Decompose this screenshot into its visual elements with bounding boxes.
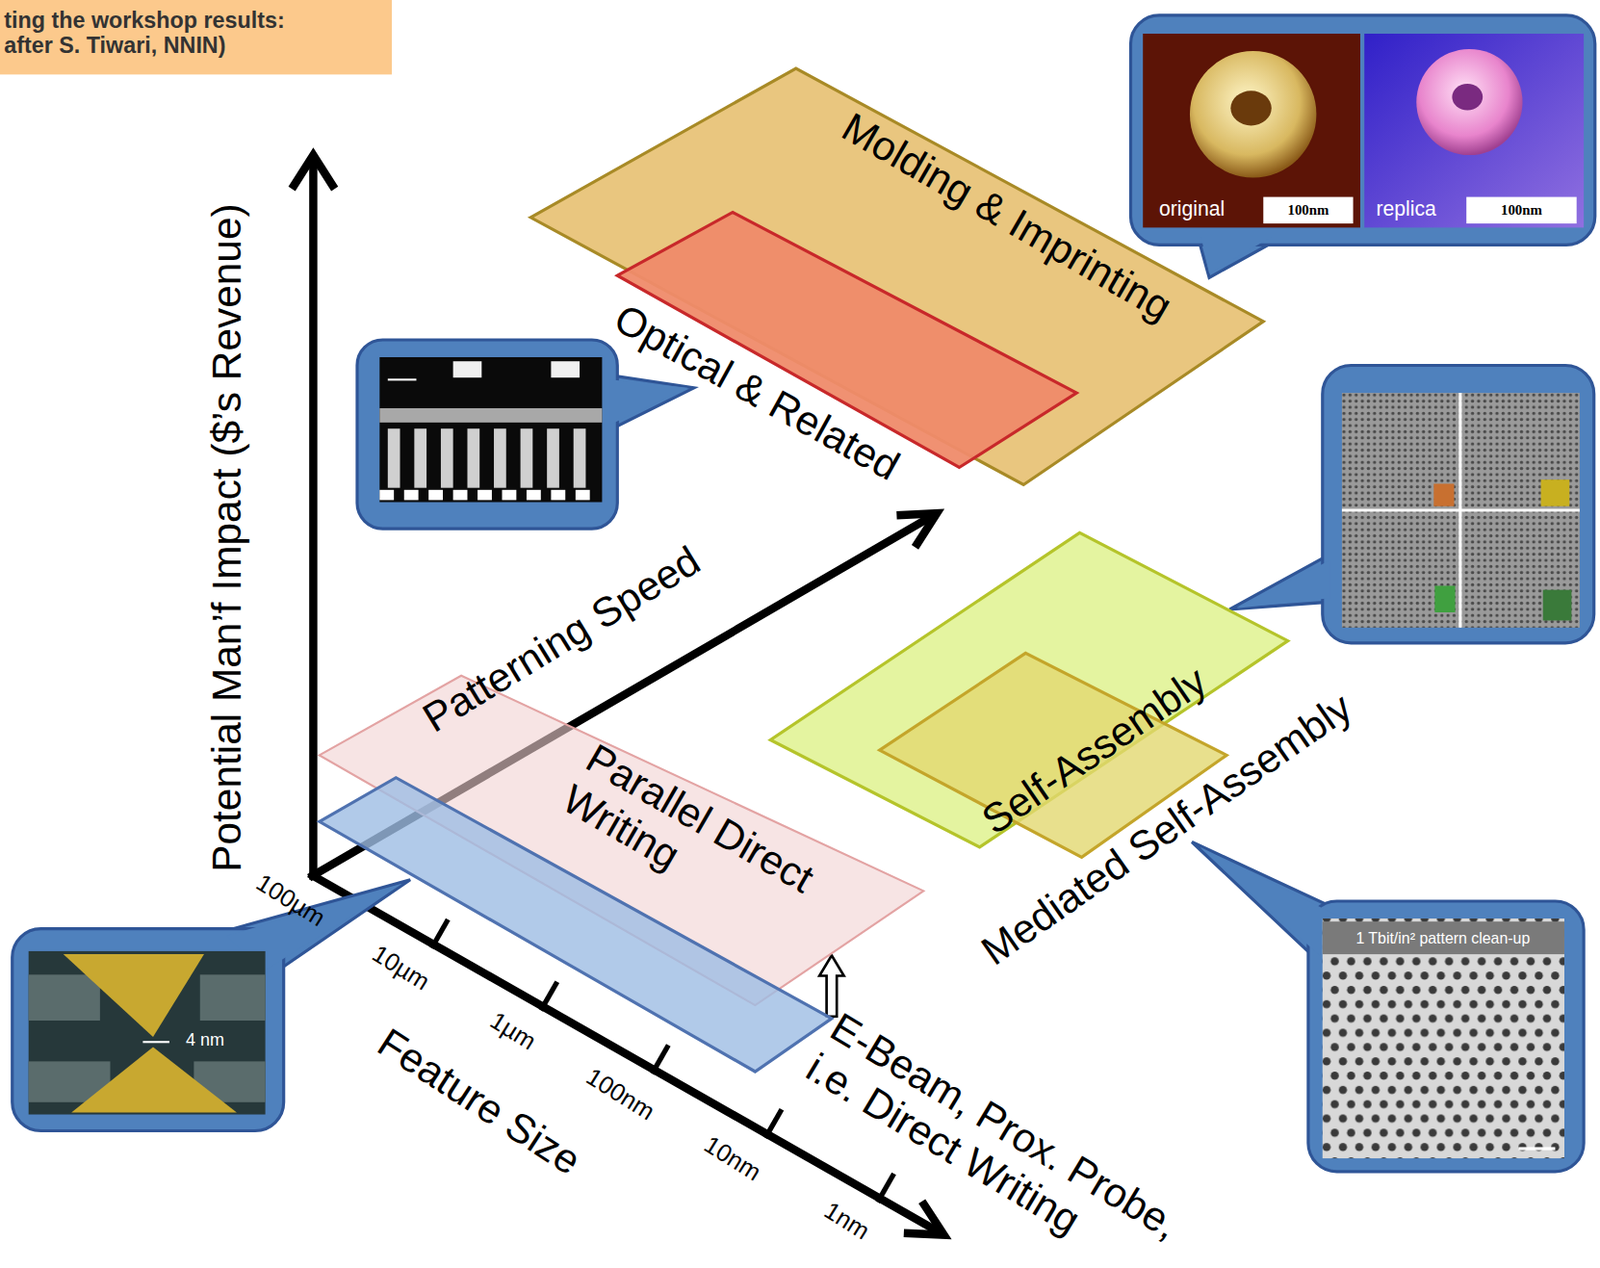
afm-callout (1466, 197, 1576, 225)
afm-callout (1130, 15, 1595, 246)
afm-callout (1130, 15, 1595, 278)
sem-callout (453, 361, 483, 378)
axis-label: Feature Size (369, 1018, 590, 1185)
axis-ticks (877, 1173, 895, 1203)
bowtie-callout (12, 879, 411, 1132)
sem-callout (404, 490, 419, 501)
afm-callout (1142, 33, 1361, 228)
sem-callout (502, 490, 517, 501)
sem-callout (413, 428, 427, 488)
sem-callout (526, 490, 542, 501)
afm-callout (1263, 197, 1353, 225)
tem-callout (1434, 585, 1455, 613)
plane-shape (530, 68, 1264, 485)
bowtie-callout (63, 954, 205, 1037)
axes (309, 154, 317, 880)
tem-callout (1433, 483, 1454, 506)
image-caption: 4 nm (185, 1030, 225, 1051)
bowtie-callout (200, 974, 266, 1021)
scale-label: 100nm (1287, 202, 1329, 219)
lattice-callout (1322, 918, 1565, 1159)
axis-label: Potential Man’f Impact ($’s Revenue) (203, 203, 251, 872)
bowtie-callout (12, 929, 284, 1132)
axis-label: Patterning Speed (414, 536, 709, 742)
sem-callout (440, 428, 454, 488)
sem-callout (453, 490, 468, 501)
afm-callout (1230, 90, 1271, 126)
sem-callout (387, 378, 417, 381)
sem-callout (610, 379, 689, 425)
bowtie-callout (71, 1047, 237, 1113)
sem-callout (428, 490, 443, 501)
afm-callout (1189, 51, 1317, 178)
sem-callout (493, 428, 507, 488)
tem-callout (1229, 364, 1594, 643)
tem-callout (1341, 508, 1580, 512)
sem-callout (379, 490, 590, 501)
hollow-arrow (819, 954, 844, 1017)
axes (903, 1201, 945, 1236)
header-text: ting the workshop results: after S. Tiwa… (3, 6, 321, 59)
sem-callout (387, 428, 587, 488)
tem-callout (1341, 392, 1580, 628)
sem-callout (477, 490, 492, 501)
sem-callout (520, 428, 534, 488)
sem-callout (357, 339, 695, 529)
tick-label: 100nm (581, 1061, 660, 1126)
sem-callout (379, 357, 602, 503)
axes (896, 513, 937, 547)
tem-callout (1237, 560, 1330, 609)
afm-callout (1364, 33, 1584, 228)
axis-ticks (431, 919, 448, 949)
axis-ticks (541, 981, 558, 1011)
bowtie-callout (28, 974, 101, 1021)
tick-label: 1µm (485, 1006, 542, 1056)
bowtie-callout (142, 1040, 170, 1043)
sem-callout (575, 490, 591, 501)
afm-callout (1416, 49, 1523, 155)
sem-callout (387, 428, 401, 488)
header-box: ting the workshop results: after S. Tiwa… (0, 0, 392, 75)
lattice-callout (1518, 1146, 1555, 1150)
lattice-callout (1191, 841, 1584, 1171)
scale-label: 100nm (1500, 202, 1543, 219)
sem-callout (546, 428, 560, 488)
image-caption: original (1159, 197, 1225, 221)
lattice-callout (1322, 921, 1565, 955)
tem-callout (1322, 364, 1595, 643)
image-caption: replica (1375, 197, 1436, 221)
axis-ticks (765, 1109, 782, 1138)
sem-callout (550, 490, 566, 501)
afm-callout (1451, 83, 1483, 111)
sem-callout (379, 490, 394, 501)
sem-callout (466, 428, 480, 488)
sem-callout (357, 339, 618, 529)
bowtie-callout (28, 951, 266, 1115)
sem-callout (550, 361, 580, 378)
tick-label: 1nm (819, 1195, 875, 1245)
axes (291, 154, 336, 189)
technique-plane: Optical & Related (617, 211, 1077, 467)
tem-callout (1541, 479, 1571, 507)
tem-callout (1543, 590, 1573, 621)
sem-callout (379, 408, 602, 423)
axis-ticks (651, 1044, 669, 1074)
tick-label: 10µm (367, 938, 436, 996)
sem-callout (573, 428, 587, 488)
afm-callout (1201, 236, 1272, 274)
tick-label: 10nm (698, 1130, 766, 1188)
lattice-callout (1308, 901, 1584, 1172)
image-caption: 1 Tbit/in² pattern clean-up (1355, 929, 1530, 947)
